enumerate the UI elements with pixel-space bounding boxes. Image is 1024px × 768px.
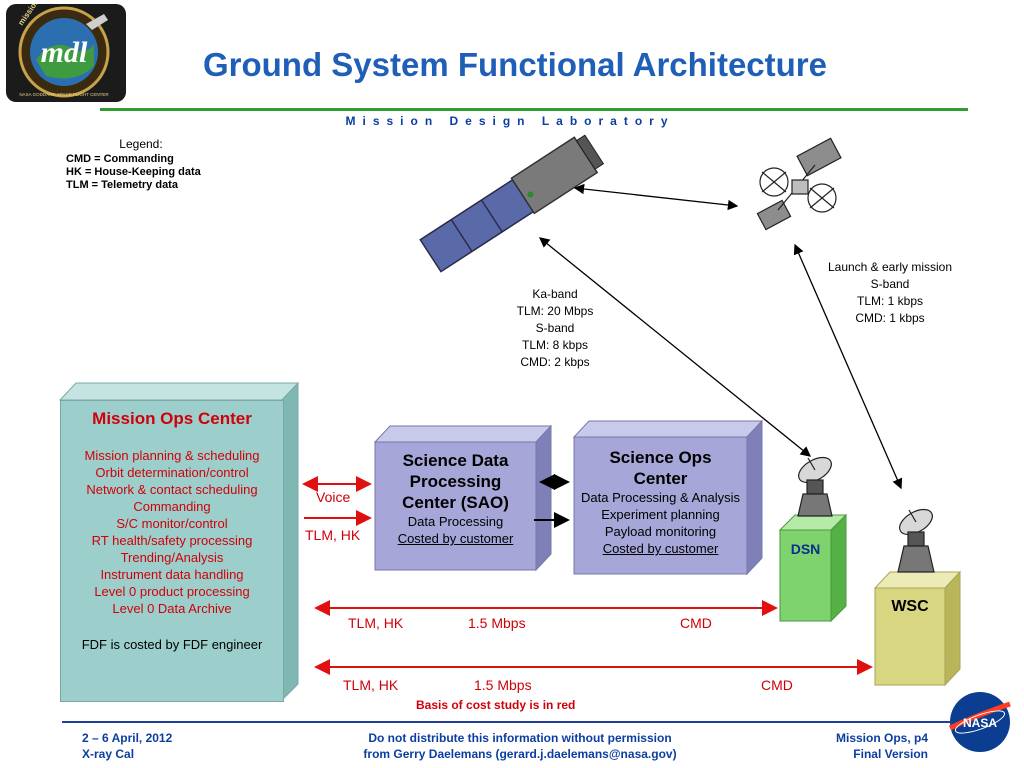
legend: Legend: CMD = Commanding HK = House-Keep… (66, 137, 216, 192)
mdl-logo-text: mdl (41, 36, 88, 69)
legend-item: CMD = Commanding (66, 153, 174, 165)
legend-item: TLM = Telemetry data (66, 179, 178, 191)
link-label-line: Launch & early mission (827, 260, 953, 274)
voice-label: Voice (316, 489, 351, 505)
link-label-line: TLM: 1 kbps (856, 294, 924, 308)
dsn-link-tlm-label: TLM, HK (348, 615, 404, 631)
link-label-line: S-band (870, 277, 910, 291)
wsc-link-rate-label: 1.5 Mbps (474, 677, 532, 693)
moc-function: Level 0 Data Archive (112, 601, 232, 616)
footer-left: 2 – 6 April, 2012 X-ray Cal (82, 730, 172, 762)
footer-page: Mission Ops, p4 (835, 731, 928, 745)
sdpc-title-line: Processing (409, 472, 502, 491)
science-ops-center-box: Science Ops Center Data Processing & Ana… (574, 447, 747, 557)
moc-title: Mission Ops Center (92, 409, 252, 428)
link-label-line: CMD: 2 kbps (520, 355, 590, 369)
sdpc-cost-note: Costed by customer (397, 531, 514, 546)
nasa-logo-text: NASA (963, 716, 997, 730)
footer-date: 2 – 6 April, 2012 (82, 731, 173, 745)
cost-basis-note: Basis of cost study is in red (416, 698, 576, 712)
soc-function: Data Processing & Analysis (581, 490, 740, 505)
footer-distribution-note: Do not distribute this information witho… (368, 731, 672, 745)
soc-function: Payload monitoring (604, 524, 717, 539)
dsn-antenna-icon (797, 456, 833, 517)
moc-function: Instrument data handling (100, 567, 244, 582)
moc-function: S/C monitor/control (116, 516, 228, 531)
moc-function: Orbit determination/control (95, 465, 249, 480)
wsc-label: WSC (891, 598, 929, 615)
footer-project: X-ray Cal (82, 747, 135, 761)
link-label-line: TLM: 8 kbps (521, 338, 589, 352)
kaband-link-label: Ka-band TLM: 20 Mbps S-band TLM: 8 kbps … (480, 286, 630, 371)
moc-fdf-note: FDF is costed by FDF engineer (81, 637, 263, 652)
launch-link-label: Launch & early mission S-band TLM: 1 kbp… (810, 259, 970, 327)
soc-title-line: Science Ops (609, 448, 712, 467)
moc-function: Level 0 product processing (94, 584, 250, 599)
soc-function: Experiment planning (601, 507, 720, 522)
legend-item: HK = House-Keeping data (66, 166, 201, 178)
link-label-line: TLM: 20 Mbps (516, 304, 594, 318)
moc-function: RT health/safety processing (91, 533, 253, 548)
science-data-processing-center-box: Science Data Processing Center (SAO) Dat… (375, 450, 536, 547)
footer-version: Final Version (853, 747, 928, 761)
footer-center: Do not distribute this information witho… (300, 730, 740, 762)
science-spacecraft-icon (419, 134, 605, 273)
footer-contact: from Gerry Daelemans (gerard.j.daelemans… (363, 747, 677, 761)
dsn-label: DSN (790, 541, 821, 557)
sdpc-function: Data Processing (407, 514, 504, 529)
wsc-link-tlm-label: TLM, HK (343, 677, 399, 693)
mission-ops-center-box: Mission Ops Center Mission planning & sc… (60, 400, 284, 702)
wsc-antenna-icon (897, 508, 935, 573)
page-subtitle: Mission Design Laboratory (345, 114, 675, 128)
page-title: Ground System Functional Architecture (202, 46, 828, 83)
moc-function: Trending/Analysis (120, 550, 224, 565)
legend-heading: Legend: (119, 137, 163, 151)
tdrs-satellite-icon (756, 137, 842, 231)
link-label-line: S-band (535, 321, 575, 335)
moc-function: Mission planning & scheduling (84, 448, 260, 463)
nasa-logo: NASA (948, 692, 1011, 752)
header-divider (100, 108, 968, 111)
dsn-link-cmd-label: CMD (680, 615, 712, 631)
mdl-logo-bottom-text: NASA GODDARD SPACE FLIGHT CENTER (19, 92, 109, 97)
sdpc-title-line: Science Data (402, 451, 509, 470)
tlm-hk-label: TLM, HK (305, 527, 361, 543)
footer-divider (62, 721, 952, 723)
moc-function: Commanding (133, 499, 211, 514)
wsc-link-cmd-label: CMD (761, 677, 793, 693)
moc-function-list: Mission planning & scheduling Orbit dete… (61, 447, 283, 617)
dsn-link-rate-label: 1.5 Mbps (468, 615, 526, 631)
soc-cost-note: Costed by customer (602, 541, 719, 556)
link-label-line: Ka-band (532, 287, 578, 301)
footer-right: Mission Ops, p4 Final Version (790, 730, 928, 762)
moc-function: Network & contact scheduling (86, 482, 258, 497)
sdpc-title-line: Center (SAO) (402, 493, 509, 512)
mdl-logo: mdl NASA GODDARD SPACE FLIGHT CENTER mis… (6, 0, 126, 102)
soc-title-line: Center (633, 469, 688, 488)
link-label-line: CMD: 1 kbps (855, 311, 925, 325)
